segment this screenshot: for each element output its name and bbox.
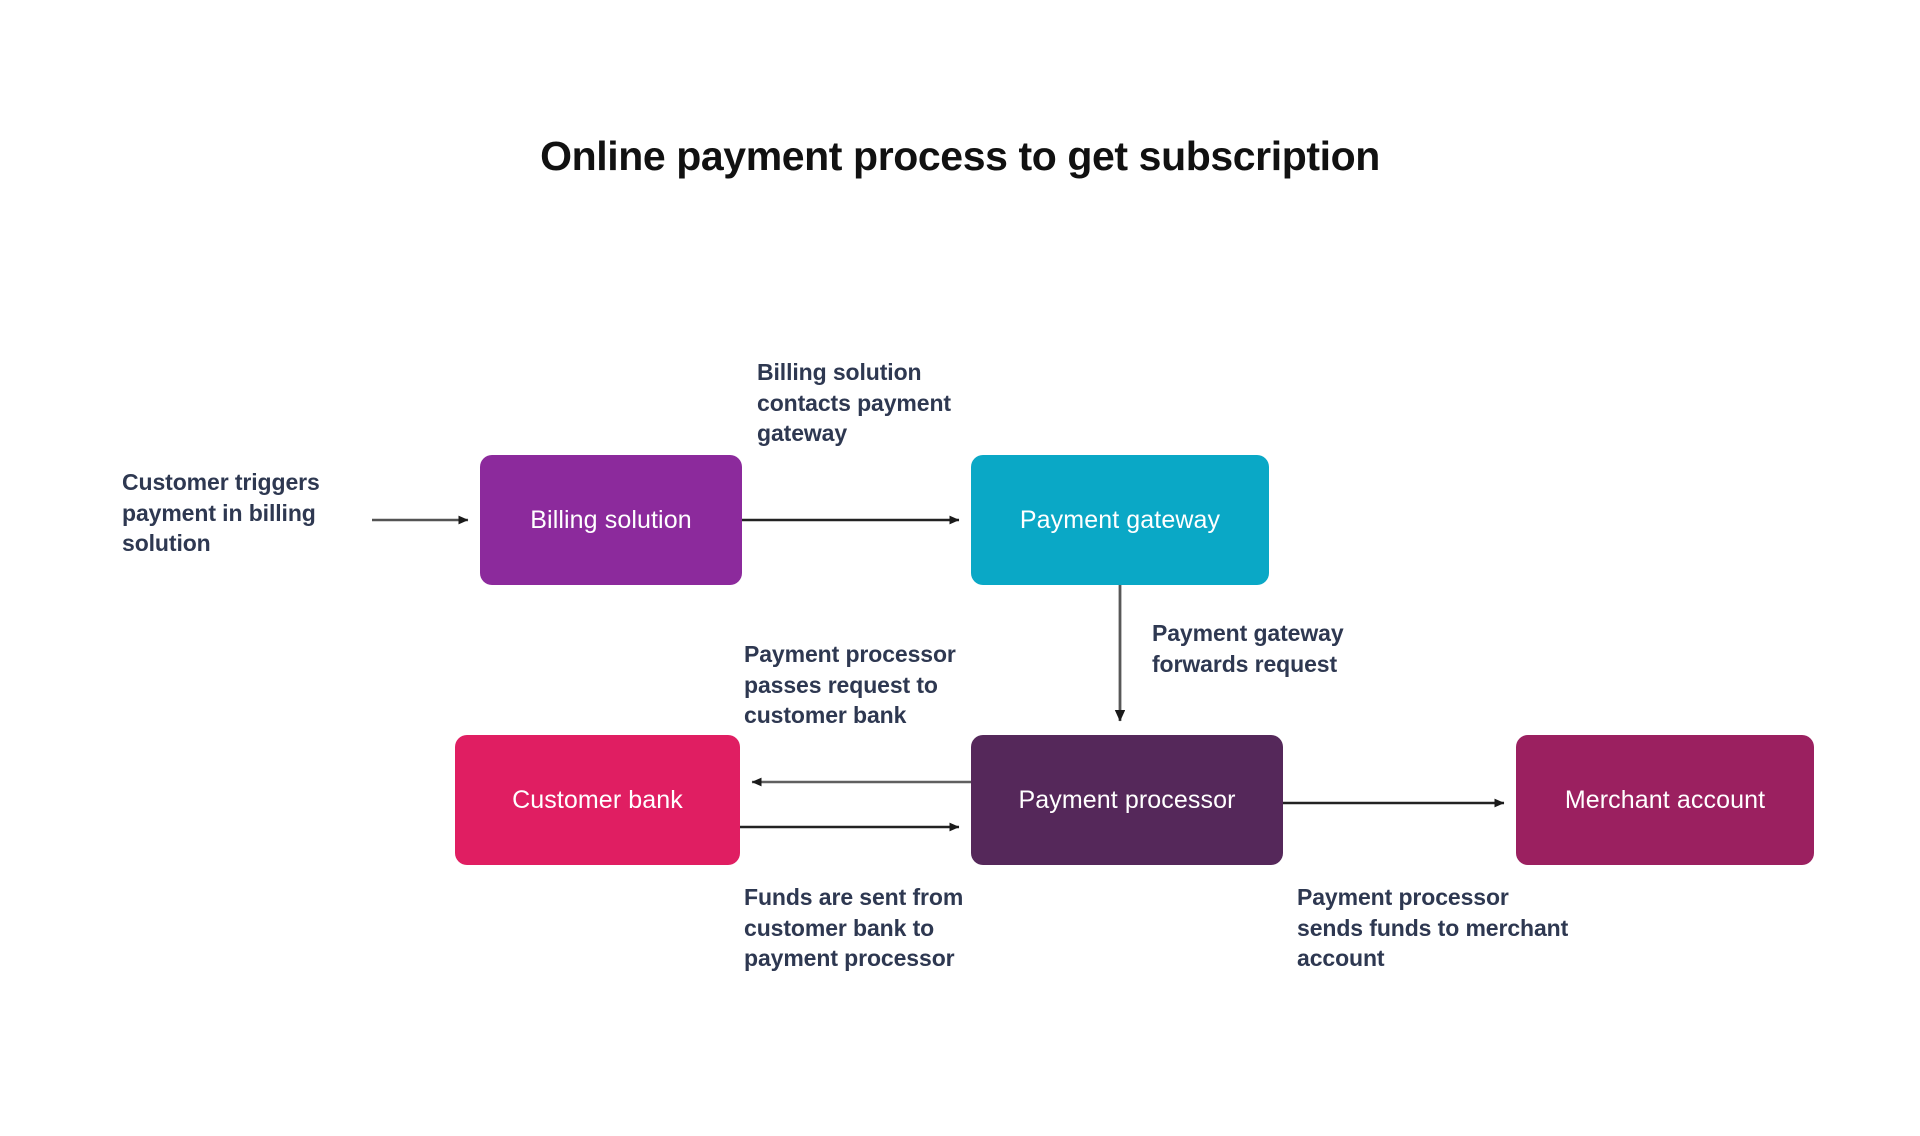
edge-label-line: Funds are sent from [744, 884, 964, 910]
edge-label-line: Payment processor [744, 641, 956, 667]
edge-label-line: payment in billing [122, 499, 316, 526]
edge-label-bank-to-processor: Funds are sent from customer bank to pay… [744, 882, 1024, 974]
node-payment-gateway[interactable]: Payment gateway [971, 455, 1269, 585]
edge-label-billing-to-gateway: Billing solution contacts payment gatewa… [757, 357, 1017, 449]
node-customer-bank[interactable]: Customer bank [455, 735, 740, 865]
node-merchant-account[interactable]: Merchant account [1516, 735, 1814, 865]
edge-label-line: Customer triggers [122, 469, 320, 495]
page-title: Online payment process to get subscripti… [540, 133, 1380, 179]
edge-label-gateway-to-processor: Payment gateway forwards request [1152, 618, 1412, 679]
node-billing-solution-label: Billing solution [530, 506, 692, 534]
node-billing-solution[interactable]: Billing solution [480, 455, 742, 585]
edge-label-line: account [1297, 945, 1385, 972]
edge-label-customer-to-billing: Customer triggers payment in billing sol… [122, 467, 382, 559]
edge-label-line: payment processor [744, 945, 955, 972]
edge-label-line: Billing solution [757, 359, 922, 385]
node-payment-processor-label: Payment processor [1018, 786, 1236, 814]
edge-label-line: Payment processor [1297, 884, 1509, 910]
edge-label-line: customer bank to [744, 914, 935, 941]
edge-label-processor-to-bank: Payment processor passes request to cust… [744, 639, 1014, 731]
node-payment-processor[interactable]: Payment processor [971, 735, 1283, 865]
edge-label-processor-to-merchant: Payment processor sends funds to merchan… [1297, 882, 1627, 974]
edge-label-line: sends funds to merchant [1297, 914, 1569, 941]
node-merchant-account-label: Merchant account [1564, 786, 1766, 814]
node-customer-bank-label: Customer bank [512, 786, 683, 814]
edge-label-line: forwards request [1152, 650, 1338, 677]
edge-label-line: customer bank [744, 702, 907, 729]
edge-label-line: contacts payment [757, 389, 951, 416]
edge-label-line: Payment gateway [1152, 620, 1344, 646]
edge-label-line: passes request to [744, 671, 938, 698]
node-payment-gateway-label: Payment gateway [1019, 506, 1221, 534]
edge-label-line: solution [122, 530, 211, 557]
edge-label-line: gateway [757, 420, 848, 447]
